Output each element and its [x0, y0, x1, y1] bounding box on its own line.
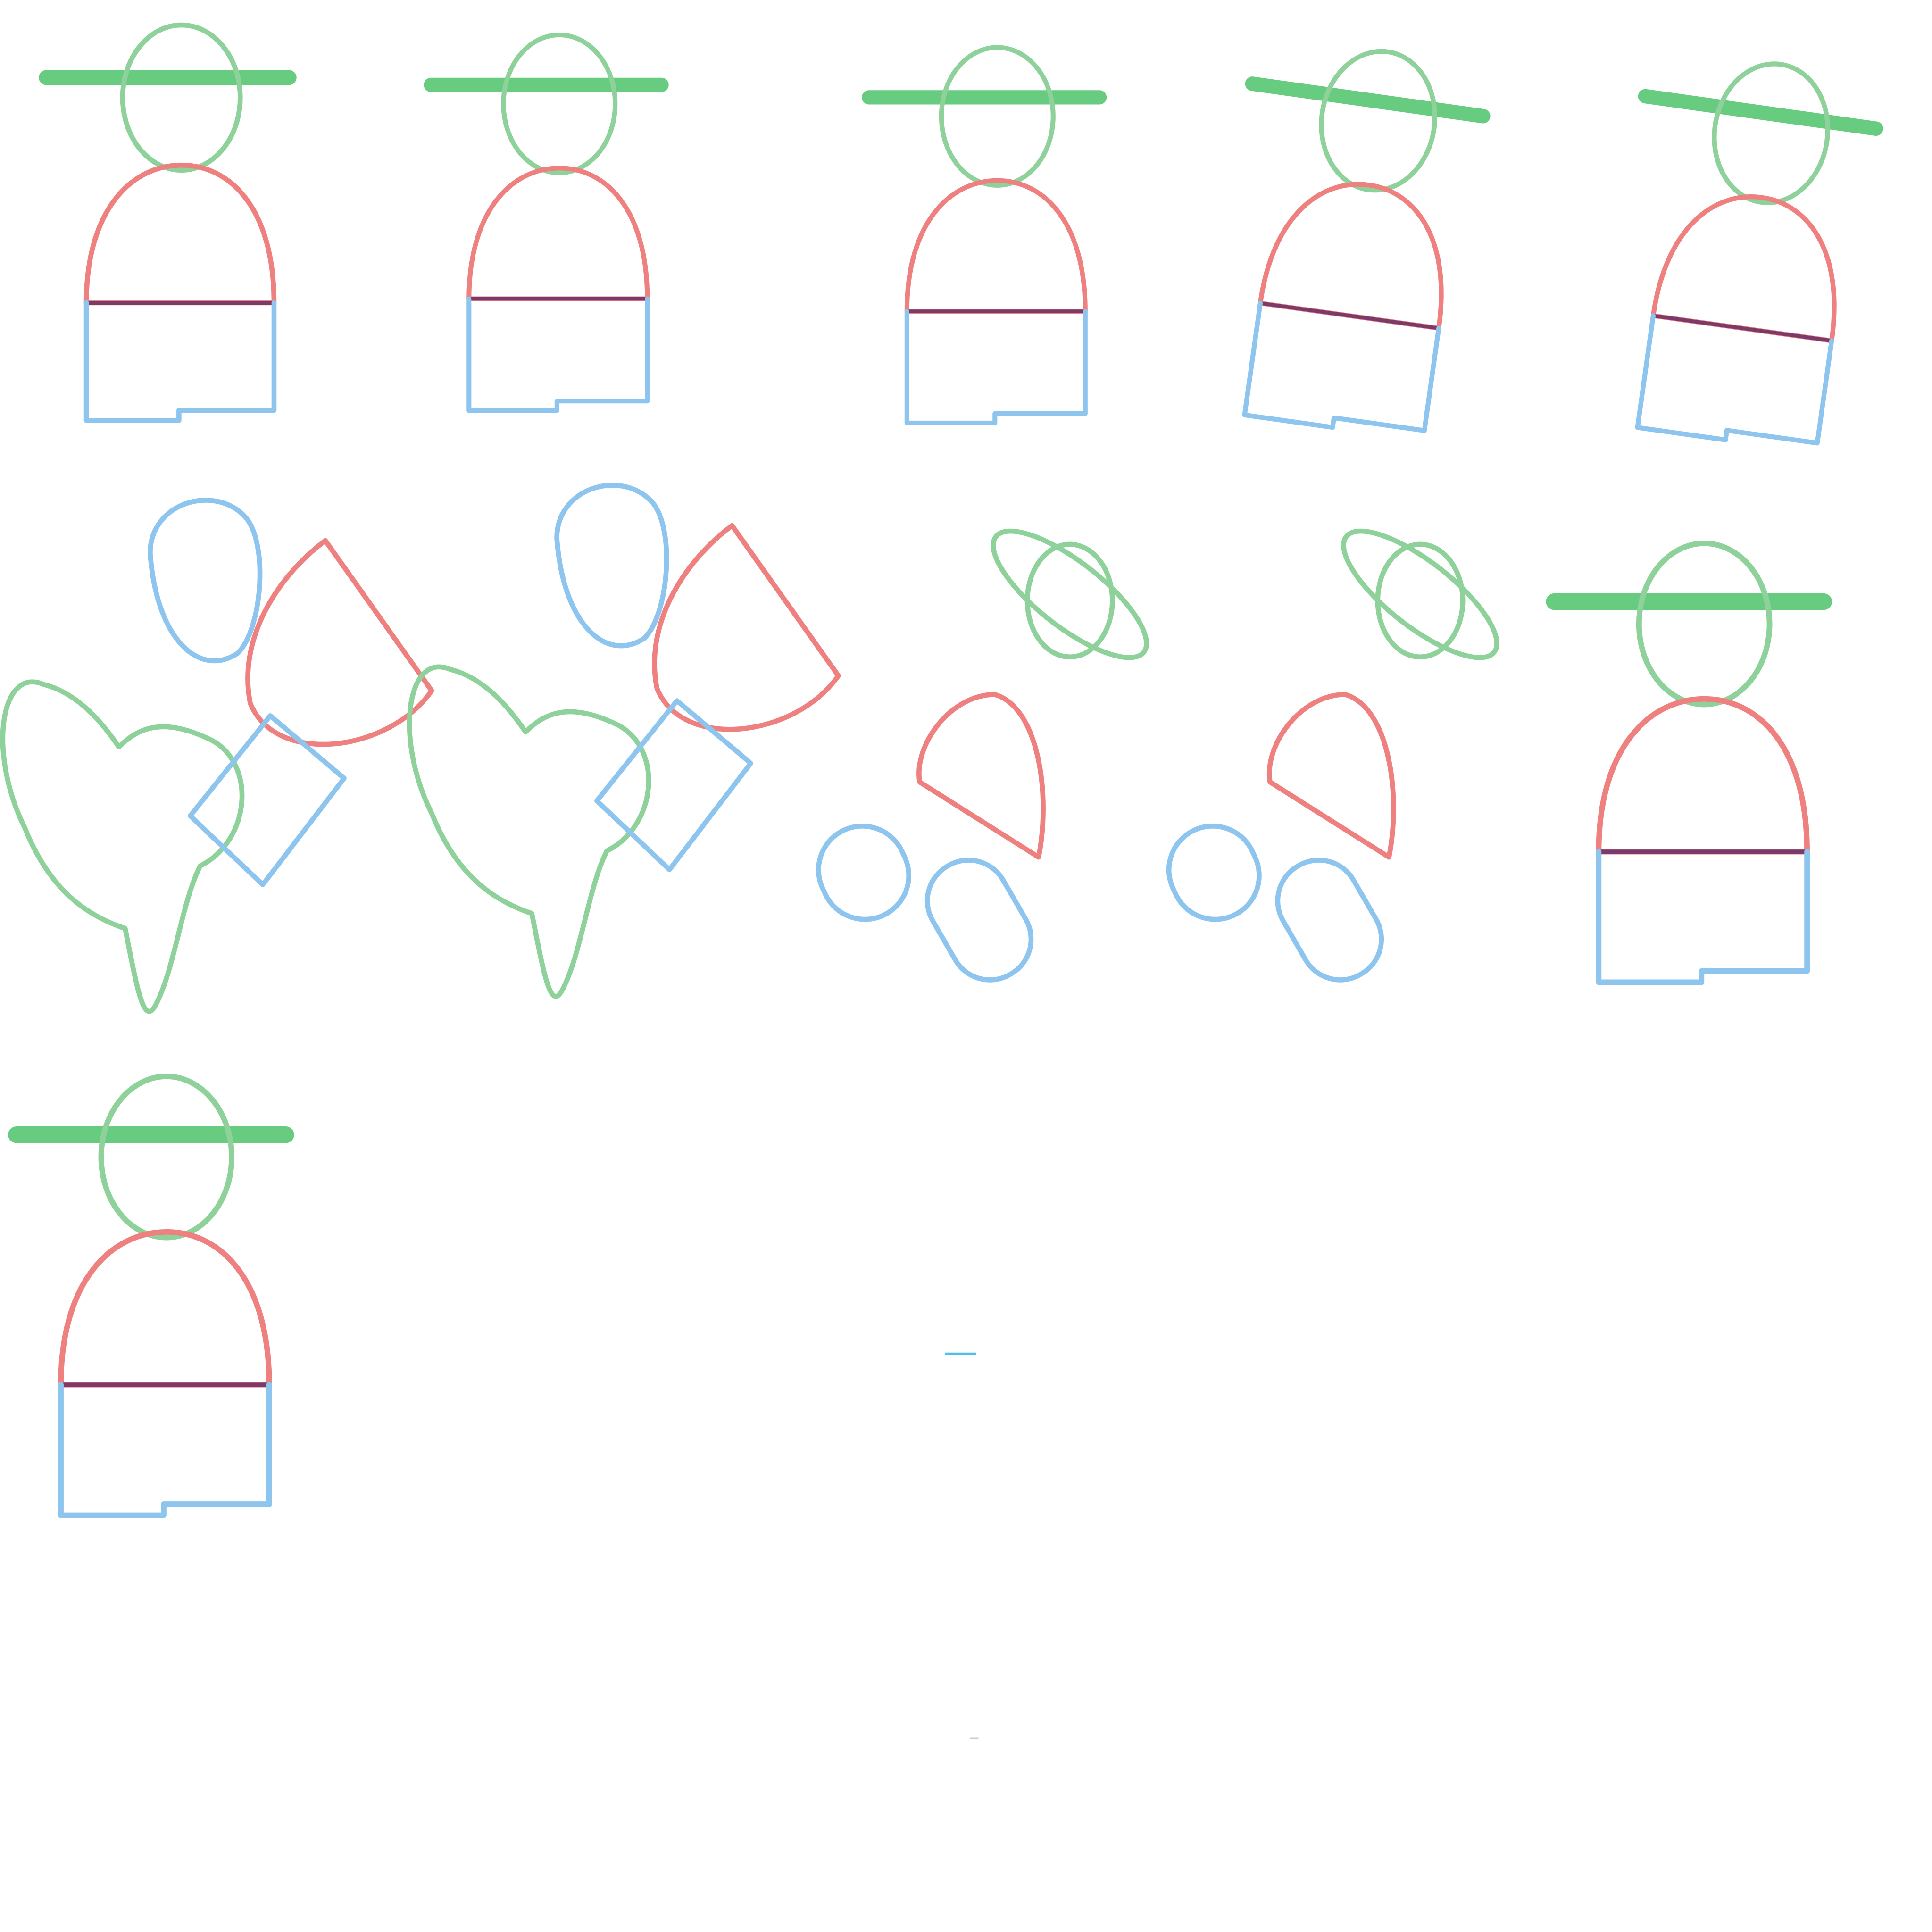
head-shape: [1712, 61, 1831, 205]
body-shape: [466, 166, 650, 301]
base-shape: [904, 308, 1088, 425]
body-shape: [1257, 182, 1444, 331]
base-shape: [1596, 849, 1810, 985]
assembled-figure: [8, 1074, 294, 1518]
figure-assembled-3: [862, 45, 1107, 425]
head-shape: [501, 32, 618, 175]
exploded-figure: [407, 483, 841, 999]
assembled-figure: [1242, 49, 1491, 433]
figure-assembled-7: [8, 1074, 294, 1518]
body-piece: [1266, 692, 1396, 860]
head-arms-piece: [407, 664, 651, 999]
head-shape: [1636, 541, 1773, 708]
body-shape: [904, 178, 1088, 314]
base-shape: [1242, 300, 1441, 433]
cap-piece: [148, 498, 263, 664]
assembled-figure: [1546, 541, 1832, 985]
body-piece: [652, 523, 841, 732]
scattered-figure: [1166, 528, 1499, 983]
body-shape: [1596, 696, 1810, 855]
waist-line: [1260, 301, 1439, 330]
figure-scattered-2: [1166, 528, 1499, 983]
cap-piece: [554, 483, 669, 649]
body-shape: [58, 1229, 272, 1388]
assembled-figure: [39, 22, 297, 423]
base-piece-b: [1275, 858, 1384, 983]
waist-line: [1653, 314, 1832, 343]
body-piece: [916, 692, 1046, 860]
arms-bar: [1245, 76, 1491, 124]
base-shape: [83, 300, 277, 423]
scattered-figure: [816, 528, 1149, 983]
head-shape: [98, 1074, 235, 1241]
figure-assembled-1: [39, 22, 297, 423]
figure-assembled-2: [424, 32, 669, 413]
assembled-figure: [862, 45, 1107, 425]
assembled-figure: [424, 32, 669, 413]
base-shape: [58, 1382, 272, 1518]
body-shape: [83, 162, 277, 306]
head-arms-piece: [0, 679, 245, 1014]
base-piece-a: [816, 824, 911, 922]
base-shape: [466, 296, 650, 413]
base-piece-b: [924, 858, 1034, 983]
base-piece: [187, 713, 347, 887]
base-piece: [594, 698, 754, 873]
hat-brim-piece: [1341, 528, 1499, 660]
head-shape: [1319, 49, 1438, 193]
base-shape: [1635, 313, 1834, 446]
figure-exploded-2: [407, 483, 841, 999]
figure-assembled-5: [1635, 61, 1883, 446]
figure-assembled-6: [1546, 541, 1832, 985]
assembled-figure: [1635, 61, 1883, 446]
head-piece: [1024, 541, 1115, 660]
head-piece: [1375, 541, 1466, 660]
figure-assembled-4: [1242, 49, 1491, 433]
figures-layer: [0, 22, 1883, 1739]
exploded-figure: [0, 498, 434, 1014]
arms-bar: [1638, 89, 1883, 136]
head-shape: [120, 22, 243, 173]
figure-exploded-1: [0, 498, 434, 1014]
head-shape: [939, 45, 1056, 188]
hat-brim-piece: [991, 528, 1149, 660]
body-shape: [1650, 194, 1837, 343]
body-piece: [245, 538, 434, 747]
figure-scattered-1: [816, 528, 1149, 983]
base-piece-a: [1166, 824, 1262, 922]
